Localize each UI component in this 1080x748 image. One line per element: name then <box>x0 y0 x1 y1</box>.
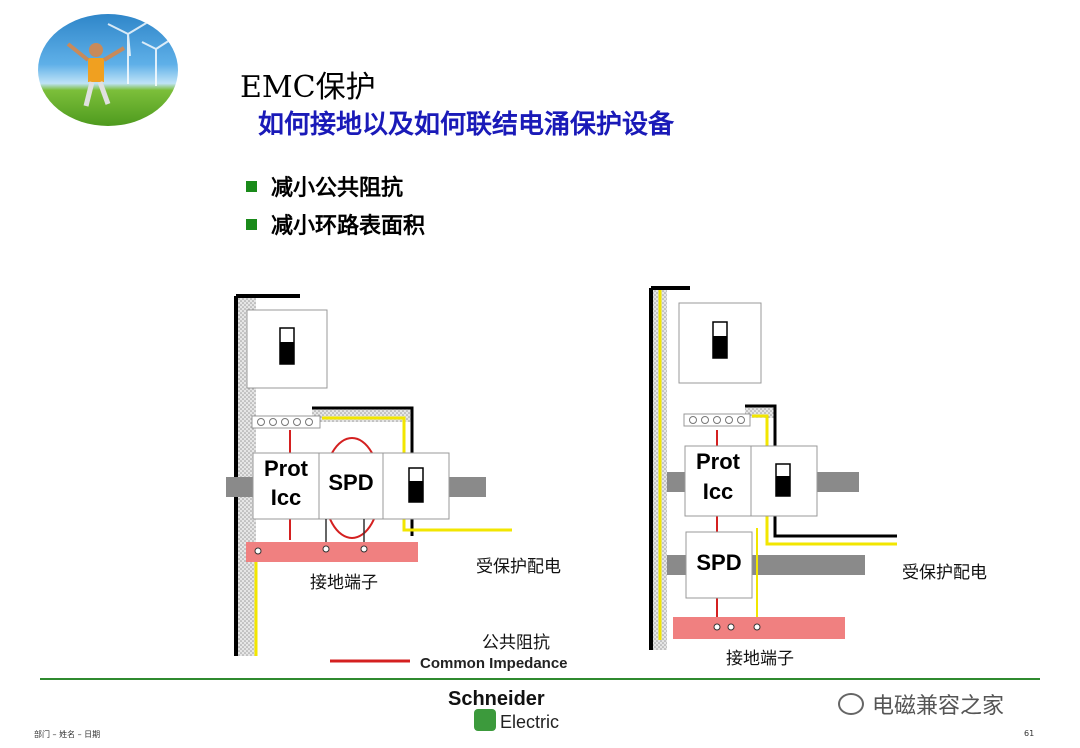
footer-meta: 部门 – 姓名 – 日期 <box>34 730 101 739</box>
right-prot-label: Prot <box>696 449 741 474</box>
left-spd-box <box>318 452 384 520</box>
left-ground-terminal-label: 接地端子 <box>310 573 378 593</box>
watermark: 电磁兼容之家 <box>838 688 1004 720</box>
left-protected-distribution-label: 受保护配电 <box>476 557 561 577</box>
bullet-item: 减小环路表面积 <box>246 208 425 240</box>
left-icc-label: Icc <box>271 485 302 510</box>
bullet-item: 减小公共阻抗 <box>246 170 403 202</box>
logo-photo-icon <box>38 14 178 126</box>
left-prot-box <box>252 452 320 520</box>
bullet-text: 减小环路表面积 <box>271 214 426 239</box>
common-impedance-en-label: Common Impedance <box>420 655 568 672</box>
bullet-square-icon <box>246 218 257 230</box>
schneider-mark-icon <box>474 709 496 731</box>
right-protected-distribution-label: 受保护配电 <box>902 563 987 583</box>
left-spd-label: SPD <box>328 470 373 495</box>
right-ground-terminal-label: 接地端子 <box>726 649 794 669</box>
right-icc-label: Icc <box>703 479 734 504</box>
footer-divider <box>40 678 1040 680</box>
left-prot-label: Prot <box>264 456 309 481</box>
page-number: 61 <box>1024 729 1035 738</box>
right-spd-label: SPD <box>696 550 741 575</box>
common-impedance-label: 公共阻抗 <box>482 633 550 653</box>
bullet-text: 减小公共阻抗 <box>271 176 404 201</box>
page-title: EMC保护 <box>240 70 376 105</box>
wechat-icon <box>838 693 864 715</box>
bullet-square-icon <box>246 180 257 192</box>
brand-name: Schneider <box>448 688 545 710</box>
left-diagram <box>226 294 512 663</box>
watermark-text: 电磁兼容之家 <box>872 694 1005 719</box>
right-diagram <box>649 286 897 650</box>
brand-subname: Electric <box>500 712 560 732</box>
page-subtitle: 如何接地以及如何联结电涌保护设备 <box>258 110 675 140</box>
left-ground-bar <box>246 542 418 562</box>
